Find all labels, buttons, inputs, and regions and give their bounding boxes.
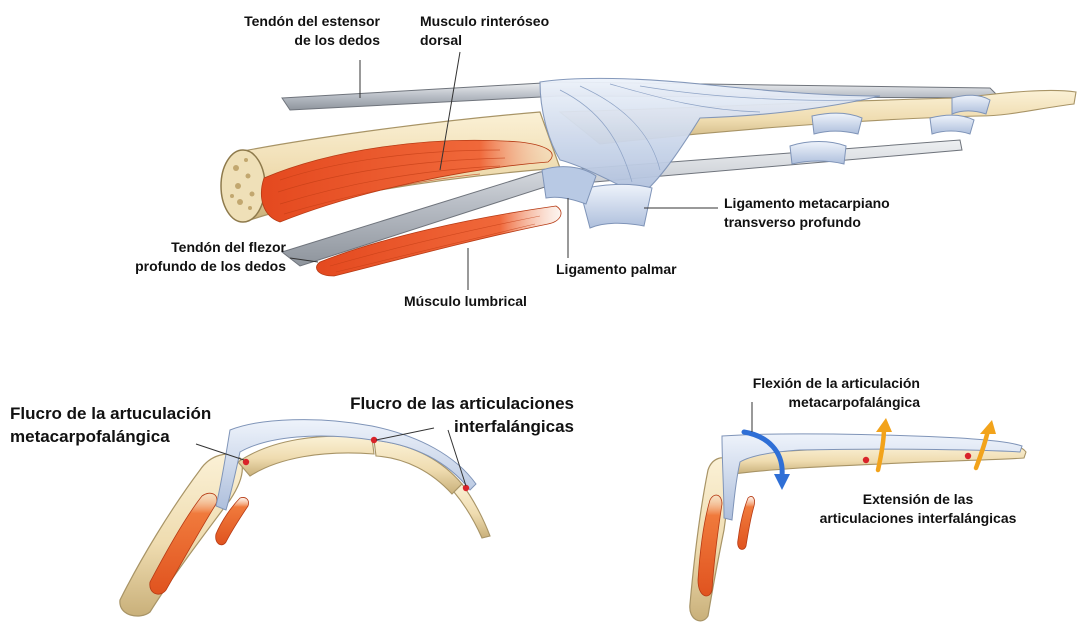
label-line: de los dedos [200, 31, 380, 50]
pulley-band-2 [812, 113, 862, 134]
extension-arrowhead-2-icon [980, 420, 996, 434]
label-extensor-tendon: Tendón del estensor de los dedos [200, 12, 380, 50]
flexion-arrowhead-icon [774, 474, 790, 490]
label-line: transverso profundo [724, 213, 890, 232]
label-mcp-fulcrum: Flucro de la artuculación metacarpofalán… [10, 402, 211, 448]
label-flexor-tendon: Tendón del flezor profundo de los dedos [100, 238, 286, 276]
label-line: Musculo rinteróseo [420, 12, 549, 31]
label-line: metacarpofalángica [10, 425, 211, 448]
br-lumbrical-muscle [738, 496, 755, 549]
br-dip-fulcrum-dot [965, 453, 971, 459]
finger-extended-diagram [120, 420, 490, 616]
bl-distal-phalanx [454, 484, 490, 538]
label-line: Extensión de las [798, 490, 1038, 509]
label-line: Músculo lumbrical [404, 292, 527, 311]
pulley-band-4 [952, 95, 990, 114]
label-ip-fulcrum: Flucro de las articulaciones interfaláng… [316, 392, 574, 438]
palmar-ligament-plate [542, 167, 596, 204]
br-pip-fulcrum-dot [863, 457, 869, 463]
label-deep-transverse-ligament: Ligamento metacarpiano transverso profun… [724, 194, 890, 232]
label-line: metacarpofalángica [714, 393, 920, 412]
label-line: Tendón del flezor [100, 238, 286, 257]
label-line: profundo de los dedos [100, 257, 286, 276]
label-line: Flucro de las articulaciones [316, 392, 574, 415]
label-line: Flexión de la articulación [714, 374, 920, 393]
bone-cross-section [221, 150, 265, 222]
pulley-band-1 [790, 142, 846, 165]
label-line: Ligamento metacarpiano [724, 194, 890, 213]
label-line: dorsal [420, 31, 549, 50]
finger-longitudinal-view [221, 52, 1076, 290]
label-line: Tendón del estensor [200, 12, 380, 31]
label-mcp-flexion: Flexión de la articulación metacarpofalá… [714, 374, 920, 412]
label-line: Ligamento palmar [556, 260, 677, 279]
label-palmar-ligament: Ligamento palmar [556, 260, 677, 279]
label-dorsal-interosseous: Musculo rinteróseo dorsal [420, 12, 549, 50]
label-line: articulaciones interfalángicas [798, 509, 1038, 528]
label-lumbrical: Músculo lumbrical [404, 292, 527, 311]
extension-arrowhead-1-icon [876, 418, 892, 432]
label-line: Flucro de la artuculación [10, 402, 211, 425]
pulley-band-3 [930, 115, 974, 134]
label-ip-extension: Extensión de las articulaciones interfal… [798, 490, 1038, 528]
label-line: interfalángicas [316, 415, 574, 438]
